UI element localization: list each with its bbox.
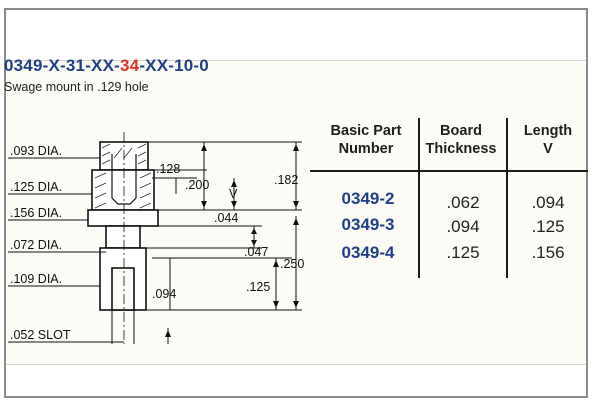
label-dia-093: .093 DIA. bbox=[10, 144, 62, 158]
label-dim-128: .128 bbox=[156, 162, 180, 176]
header-basic-part-number: Basic Part Number bbox=[310, 122, 422, 158]
label-dim-182: .182 bbox=[274, 173, 298, 187]
label-dim-094: .094 bbox=[152, 287, 176, 301]
table-column-divider bbox=[418, 118, 420, 278]
cell-length: .094 bbox=[531, 193, 565, 212]
header-length-line1: Length bbox=[523, 123, 573, 139]
label-dim-044: .044 bbox=[214, 211, 238, 225]
pin-slot bbox=[111, 267, 135, 311]
cell-length: .125 bbox=[531, 217, 565, 236]
label-dim-125: .125 bbox=[246, 280, 270, 294]
part-number-title: 0349-X-31-XX-34-XX-10-0 bbox=[4, 56, 209, 76]
table-column-divider bbox=[506, 118, 508, 278]
spec-card bbox=[4, 8, 588, 398]
part-number-suffix: -XX-10-0 bbox=[139, 56, 209, 75]
part-subtitle: Swage mount in .129 hole bbox=[4, 80, 149, 94]
label-dim-v: V bbox=[229, 187, 238, 201]
header-length-v: Length V bbox=[508, 122, 588, 158]
cell-board-thickness: .094 bbox=[446, 217, 480, 236]
label-dia-109: .109 DIA. bbox=[10, 272, 62, 286]
label-dia-156: .156 DIA. bbox=[10, 206, 62, 220]
header-board-line1: Board bbox=[440, 123, 482, 139]
header-length-line2: V bbox=[543, 141, 553, 157]
header-basic-part-line2: Number bbox=[338, 141, 394, 157]
cell-board-thickness: .062 bbox=[446, 193, 480, 212]
label-dim-047: .047 bbox=[244, 245, 268, 259]
label-dia-125: .125 DIA. bbox=[10, 180, 62, 194]
header-basic-part-line1: Basic Part bbox=[330, 123, 402, 139]
header-board-thickness: Board Thickness bbox=[418, 122, 504, 158]
part-number-highlight: 34 bbox=[120, 56, 140, 75]
cell-length: .156 bbox=[531, 243, 565, 262]
cell-part-number: 0349-3 bbox=[341, 215, 395, 234]
header-board-line2: Thickness bbox=[425, 141, 497, 157]
part-number-prefix: 0349-X-31-XX- bbox=[4, 56, 120, 75]
pin-neck bbox=[105, 225, 141, 249]
label-dim-250: .250 bbox=[280, 257, 304, 271]
cell-part-number: 0349-4 bbox=[341, 243, 395, 262]
table-header-divider bbox=[310, 170, 588, 172]
label-dim-200: .200 bbox=[185, 178, 209, 192]
technical-drawing: .093 DIA. .125 DIA. .156 DIA. .072 DIA. … bbox=[8, 132, 304, 344]
pin-collar bbox=[87, 209, 159, 227]
cell-board-thickness: .125 bbox=[446, 243, 480, 262]
label-dia-072: .072 DIA. bbox=[10, 238, 62, 252]
cell-part-number: 0349-2 bbox=[341, 189, 395, 208]
label-slot-052: .052 SLOT bbox=[10, 328, 71, 342]
